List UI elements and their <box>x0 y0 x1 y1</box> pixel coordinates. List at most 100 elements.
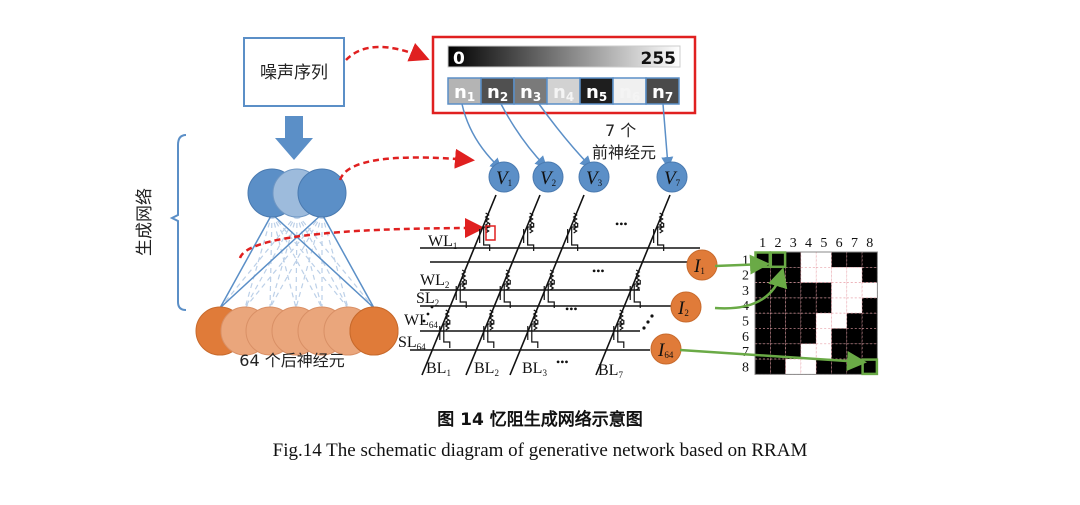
bit-line-label: BL2 <box>474 360 499 378</box>
rram-cell <box>613 309 625 348</box>
grid-pixel <box>846 297 863 314</box>
grid-row-label: 2 <box>742 269 749 284</box>
voltage-node: V2 <box>532 161 564 193</box>
grid-pixel <box>846 251 863 268</box>
noise-cell <box>612 77 647 105</box>
ellipsis: ••• <box>565 302 578 316</box>
voltage-node-label: V1 <box>496 168 512 189</box>
red-dashed-arrow <box>345 42 430 62</box>
bit-line <box>465 194 541 376</box>
row-line-label: WL64 <box>404 312 438 330</box>
current-to-pixel-arrows <box>679 254 867 371</box>
caption-english: Fig.14 The schematic diagram of generati… <box>272 440 808 461</box>
grid-pixel <box>815 266 832 283</box>
grid-pixel <box>785 312 802 329</box>
generator-label: 生成网络 <box>135 188 155 256</box>
connection-line <box>244 213 273 309</box>
connection-line <box>219 213 323 309</box>
rram-cell <box>523 212 535 251</box>
grid-col-label: 6 <box>836 236 843 251</box>
noise-cell-label: n7 <box>652 82 673 104</box>
grid-col-label: 2 <box>774 236 781 251</box>
grid-pixel <box>769 251 786 268</box>
grid-pixel <box>754 358 771 375</box>
grid-pixel <box>754 312 771 329</box>
connection-line <box>295 213 323 309</box>
voltage-node-label: V3 <box>586 168 603 189</box>
grid-row-label: 7 <box>742 345 749 360</box>
noise-cell <box>447 77 482 105</box>
ellipsis: ••• <box>556 355 569 369</box>
noise-cell-label: n1 <box>454 82 475 104</box>
grid-pixel <box>785 251 802 268</box>
voltage-nodes: V1 V2 V3 V7 <box>488 161 688 193</box>
grid-pixel <box>785 328 802 345</box>
rram-cell <box>567 212 579 251</box>
voltage-node-label: V2 <box>540 168 556 189</box>
bit-line-label: BL3 <box>522 360 547 378</box>
output-neuron <box>349 306 399 356</box>
grid-row-label: 1 <box>742 253 749 268</box>
grid-pixel <box>861 251 878 268</box>
ellipsis-dot <box>650 314 654 318</box>
voltage-node-label: V7 <box>664 168 681 189</box>
grid-pixel <box>785 297 802 314</box>
grid-pixel <box>831 297 848 314</box>
grid-col-label: 5 <box>820 236 827 251</box>
grid-pixel <box>754 328 771 345</box>
grid-pixel <box>785 282 802 299</box>
row-line-label: SL2 <box>416 290 439 308</box>
grid-pixel <box>831 312 848 329</box>
bit-line <box>421 194 497 376</box>
grid-pixel <box>815 312 832 329</box>
bit-line-label: BL1 <box>426 360 451 378</box>
rram-cell <box>483 309 495 348</box>
grid-pixel <box>846 282 863 299</box>
ellipsis-dot <box>642 326 646 330</box>
grid-col-label: 3 <box>790 236 797 251</box>
bit-line <box>509 194 585 376</box>
grid-pixel <box>769 328 786 345</box>
grid-pixel <box>785 358 802 375</box>
noise-sequence-box: 噪声序列 <box>243 37 345 107</box>
grid-row-label: 3 <box>742 284 749 299</box>
ellipsis-dot <box>426 312 430 316</box>
ellipsis: ••• <box>615 217 628 231</box>
current-node-label: I2 <box>677 298 689 319</box>
noise-cell-label: n2 <box>487 82 508 104</box>
connection-line <box>269 213 298 309</box>
grid-pixel <box>846 328 863 345</box>
grid-pixel <box>846 343 863 360</box>
bit-line <box>595 194 671 376</box>
noise-cell-label: n6 <box>619 82 640 104</box>
grid-pixel <box>815 358 832 375</box>
grid-pixel <box>815 251 832 268</box>
grayscale-max-label: 255 <box>641 49 677 69</box>
grid-pixel <box>861 343 878 360</box>
grid-pixel <box>769 312 786 329</box>
grid-pixel <box>831 358 848 375</box>
red-dashed-arrow <box>238 218 485 259</box>
rram-cell <box>629 269 641 308</box>
grid-pixel <box>800 312 817 329</box>
pre-neurons-label-line2: 前神经元 <box>592 143 656 162</box>
ellipsis: ••• <box>592 264 605 278</box>
voltage-node: V1 <box>488 161 520 193</box>
grid-col-label: 7 <box>851 236 858 251</box>
output-layer <box>195 306 399 356</box>
grid-pixel <box>861 328 878 345</box>
generator-brace <box>169 134 187 311</box>
rram-cell <box>653 212 665 251</box>
input-neuron <box>297 168 347 218</box>
grid-pixel <box>861 282 878 299</box>
highlighted-rram-cell <box>485 225 496 241</box>
grid-pixel <box>785 266 802 283</box>
ellipsis-dot <box>646 320 650 324</box>
row-line-label: WL2 <box>420 272 449 290</box>
noise-cell-label: n5 <box>586 82 607 104</box>
current-node: I2 <box>670 291 702 323</box>
grid-pixel <box>831 343 848 360</box>
